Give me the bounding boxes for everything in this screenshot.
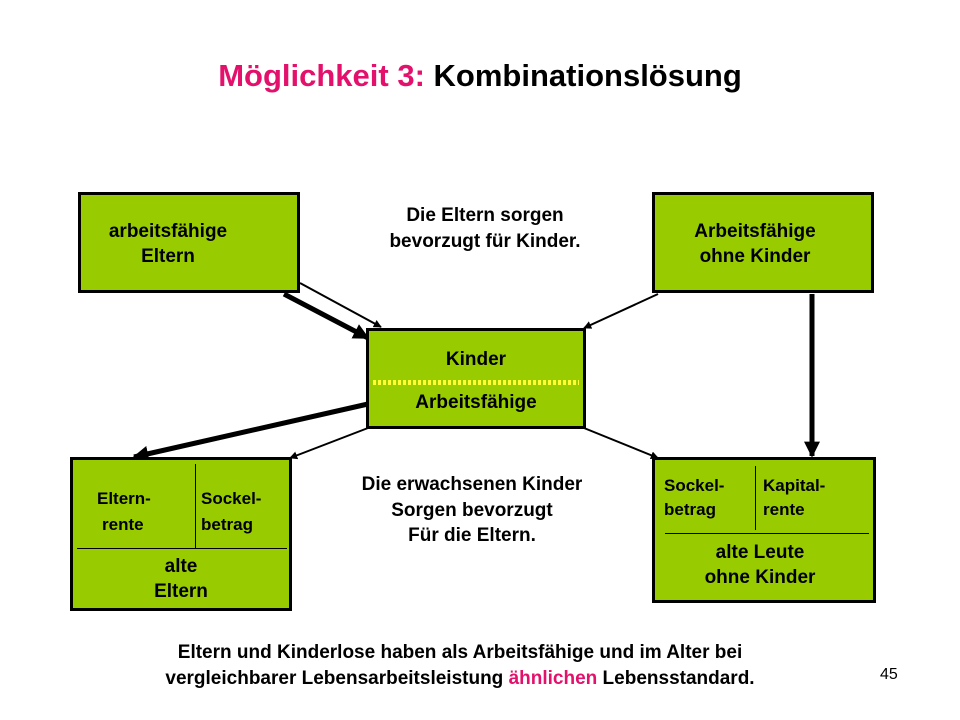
- arrow-children-to-old-childless: [583, 427, 659, 460]
- box-working-parents-text: arbeitsfähige Eltern: [93, 219, 243, 269]
- footer-line2-post: Lebensstandard.: [597, 668, 755, 690]
- box-old-parents-col1-line2: rente: [102, 515, 144, 535]
- arrow-parents-to-children-thick: [282, 291, 370, 341]
- box-working-parents-line2: Eltern: [141, 246, 195, 268]
- note-top-line1: Die Eltern sorgen: [406, 205, 564, 226]
- box-old-parents-col2-line2: betrag: [201, 515, 253, 535]
- page-number: 45: [880, 666, 898, 683]
- box-old-childless-bottom-line1: alte Leute: [715, 542, 805, 563]
- footer-summary: Eltern und Kinderlose haben als Arbeitsf…: [40, 640, 880, 692]
- box-old-childless-bottom: alte Leute ohne Kinder: [655, 540, 865, 590]
- box-old-parents-vertical-divider: [195, 464, 196, 548]
- box-working-parents-line1: arbeitsfähige: [108, 221, 228, 242]
- arrow-children-to-old-parents-thick: [132, 401, 369, 462]
- note-top-line2: bevorzugt für Kinder.: [389, 230, 581, 252]
- box-old-parents: Eltern- rente Sockel- betrag alte Eltern: [70, 457, 292, 611]
- box-old-childless-horizontal-divider: [665, 533, 869, 534]
- box-old-childless-col2-line1: Kapital-: [763, 476, 826, 495]
- arrow-children-to-old-parents-thin: [289, 427, 369, 460]
- box-center-bottom-label: Arbeitsfähige: [415, 392, 537, 413]
- footer-line2: vergleichbarer Lebensarbeitsleistung ähn…: [40, 666, 880, 692]
- box-children-working: Kinder Arbeitsfähige: [366, 328, 586, 429]
- box-old-parents-bottom: alte Eltern: [73, 554, 289, 604]
- box-old-parents-bottom-line2: Eltern: [154, 581, 208, 603]
- box-working-childless-text: Arbeitsfähige ohne Kinder: [665, 219, 845, 269]
- box-old-parents-col1: Eltern- rente: [97, 486, 151, 539]
- box-old-childless-col1: Sockel- betrag: [664, 474, 724, 522]
- box-old-parents-col2-line1: Sockel-: [201, 489, 262, 508]
- box-old-childless-col2-line2: rente: [763, 499, 805, 519]
- arrow-parents-to-children-thin: [299, 282, 382, 328]
- note-bottom-line2: Sorgen bevorzugt: [391, 499, 553, 521]
- note-bottom-line3: Für die Eltern.: [408, 525, 536, 547]
- box-working-childless: Arbeitsfähige ohne Kinder: [652, 192, 874, 293]
- box-old-childless-vertical-divider: [755, 466, 756, 530]
- footer-line1: Eltern und Kinderlose haben als Arbeitsf…: [177, 642, 743, 663]
- box-old-childless-col2: Kapital- rente: [763, 474, 825, 522]
- box-working-childless-line2: ohne Kinder: [699, 246, 811, 268]
- title-accent: Möglichkeit 3:: [218, 58, 425, 93]
- note-bottom-line1: Die erwachsenen Kinder: [361, 474, 583, 495]
- arrow-childless-to-children: [583, 293, 659, 329]
- center-divider: [373, 380, 579, 385]
- box-center-top-label: Kinder: [445, 349, 507, 370]
- box-old-childless-col1-line1: Sockel-: [664, 476, 725, 495]
- box-old-childless-col1-line2: betrag: [664, 499, 716, 519]
- box-working-parents: arbeitsfähige Eltern: [78, 192, 300, 293]
- title-rest: Kombinationslösung: [433, 58, 742, 93]
- note-parents-care-for-children: Die Eltern sorgen bevorzugt für Kinder.: [345, 203, 625, 254]
- note-children-care-for-parents: Die erwachsenen Kinder Sorgen bevorzugt …: [322, 472, 622, 549]
- box-old-childless-bottom-line2: ohne Kinder: [704, 567, 816, 589]
- box-old-childless: Sockel- betrag Kapital- rente alte Leute…: [652, 457, 876, 603]
- footer-line2-pre: vergleichbarer Lebensarbeitsleistung: [165, 668, 509, 690]
- box-working-childless-line1: Arbeitsfähige: [694, 221, 816, 242]
- box-old-parents-bottom-line1: alte: [164, 556, 198, 577]
- box-old-parents-horizontal-divider: [77, 548, 287, 549]
- box-old-parents-col2: Sockel- betrag: [201, 486, 261, 539]
- page-title: Möglichkeit 3: Kombinationslösung: [0, 58, 960, 94]
- box-old-parents-col1-line1: Eltern-: [97, 489, 151, 508]
- footer-highlight: ähnlichen: [508, 668, 598, 690]
